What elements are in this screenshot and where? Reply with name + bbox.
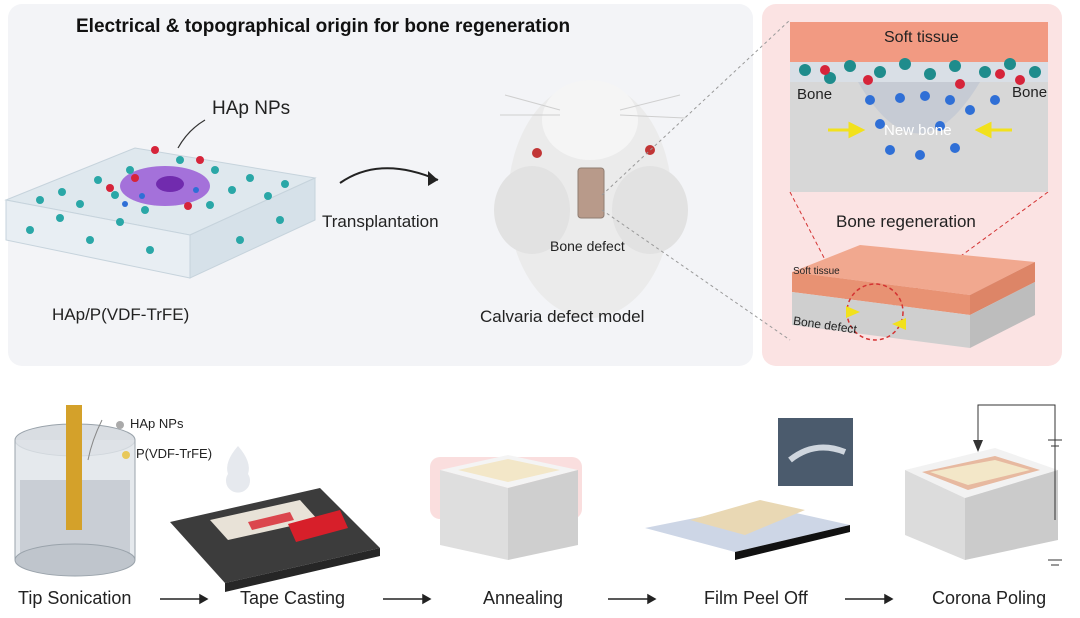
calvaria-model-label: Calvaria defect model: [480, 307, 645, 326]
new-bone-label: New bone: [884, 122, 952, 139]
hap-np-label: HAp NPs: [212, 98, 291, 119]
legend-polymer: P(VDF-TrFE): [136, 446, 213, 461]
defect-region: [858, 82, 980, 134]
small-soft-tissue-label: Soft tissue: [793, 266, 840, 277]
step-tape-casting: Tape Casting: [240, 588, 346, 608]
bone-regeneration-label: Bone regeneration: [836, 212, 976, 231]
droplet-icon: [226, 446, 251, 493]
soft-tissue-label: Soft tissue: [884, 29, 959, 46]
soft-tissue-layer: [790, 22, 1048, 62]
transplantation-label: Transplantation: [322, 212, 439, 231]
bone-defect-label: Bone defect: [550, 238, 625, 254]
legend-hap-nps: HAp NPs: [130, 416, 184, 431]
step-annealing: Annealing: [483, 588, 564, 608]
step-tip-sonication: Tip Sonication: [18, 588, 132, 608]
transplant-arrow: [339, 167, 439, 184]
bone-right-label: Bone: [1012, 84, 1048, 101]
sonicator-tip: [66, 405, 82, 530]
step-film-peel-off: Film Peel Off: [704, 588, 808, 608]
figure-title: Electrical & topographical origin for bo…: [76, 16, 571, 37]
step-arrows: [160, 593, 894, 605]
bone-left-label: Bone: [797, 86, 833, 103]
film-label: HAp/P(VDF-TrFE): [52, 305, 190, 324]
step-corona-poling: Corona Poling: [932, 588, 1047, 608]
